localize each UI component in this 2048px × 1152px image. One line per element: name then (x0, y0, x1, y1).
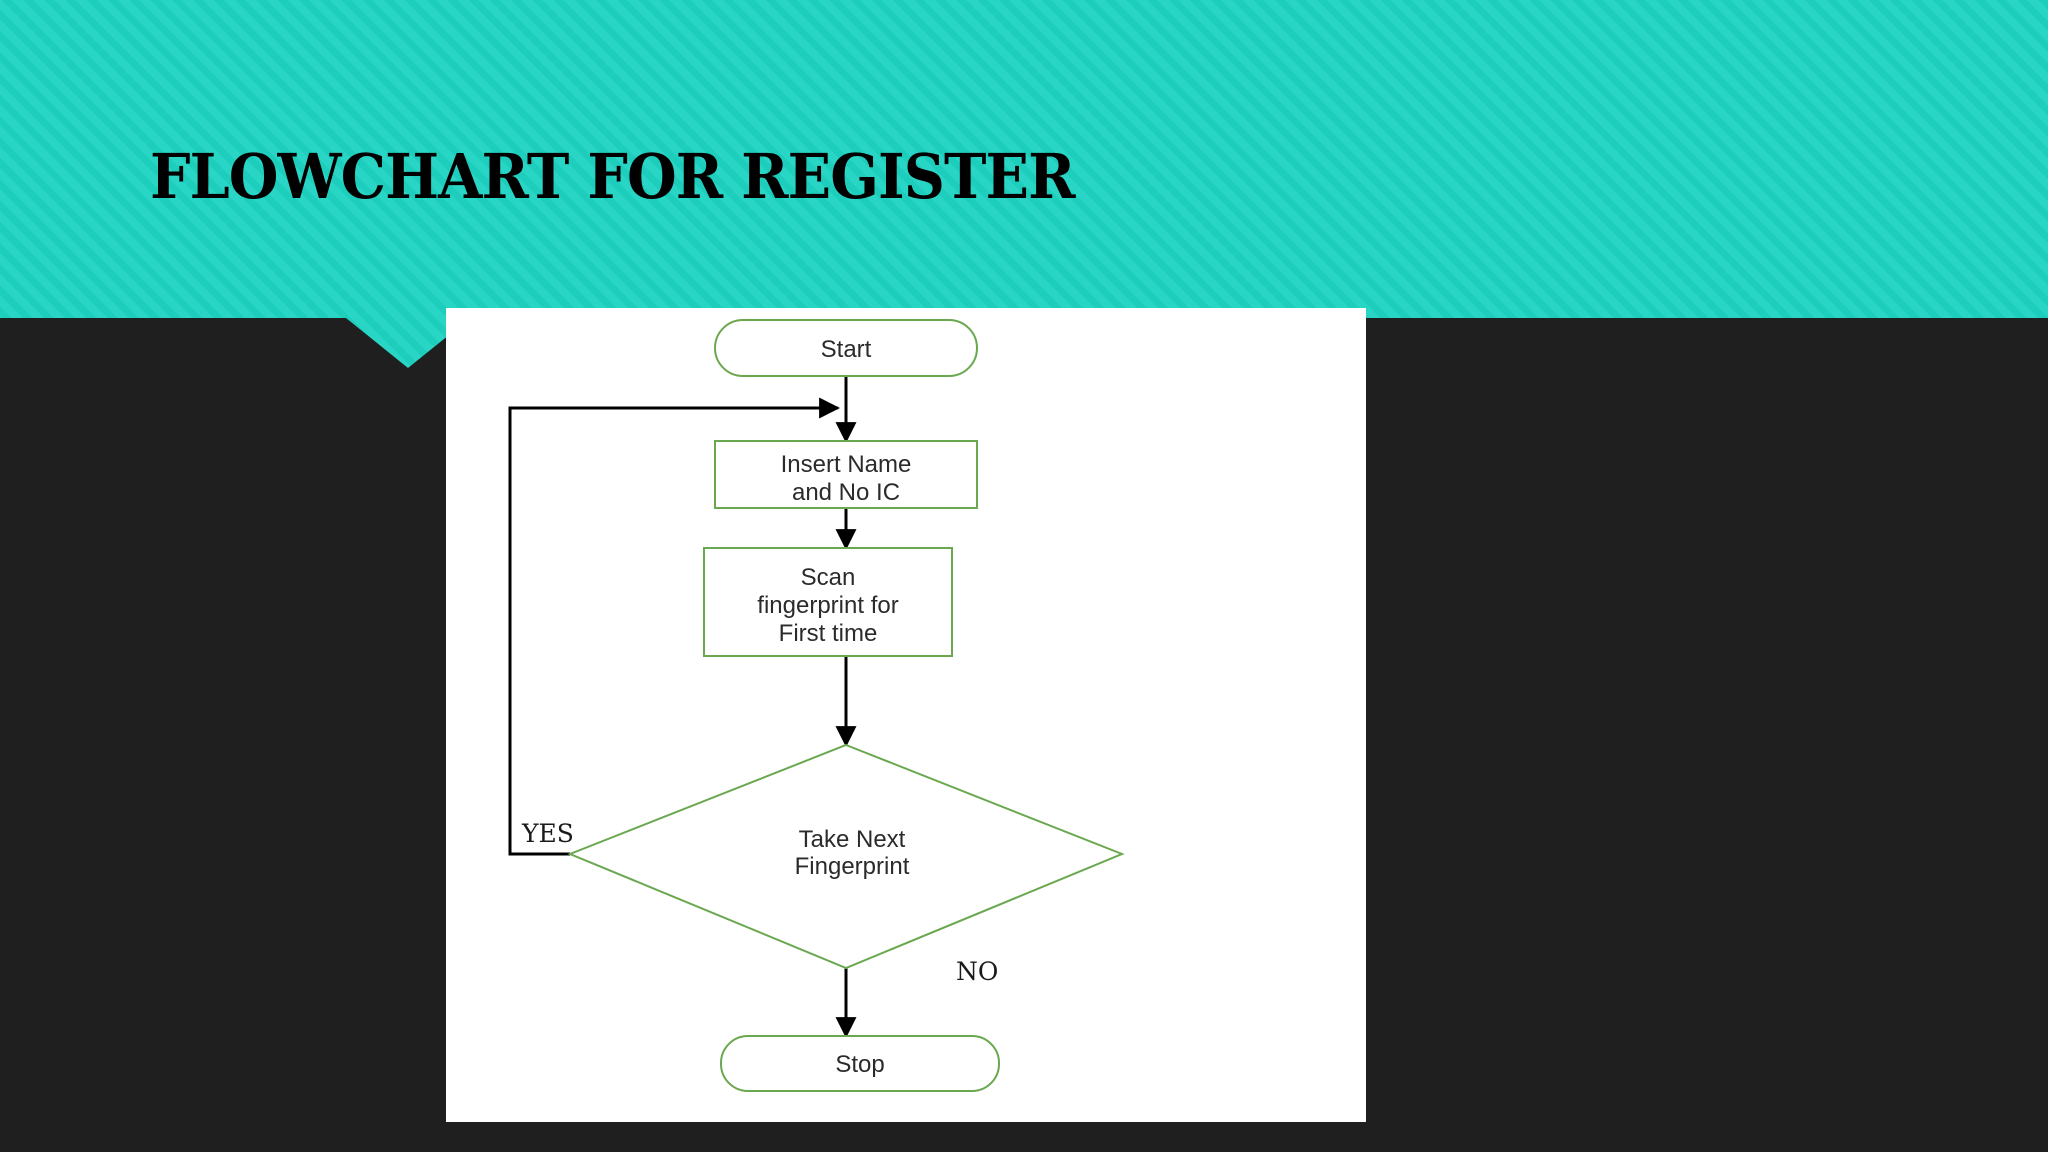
branch-label-no: NO (956, 957, 998, 986)
node-scan-label-line1: Scan (801, 564, 856, 591)
node-scan-shape (703, 547, 953, 657)
header-banner (0, 0, 2048, 368)
node-start-shape (714, 319, 978, 377)
node-stop-shape (720, 1035, 1000, 1092)
node-insert-label-line2: and No IC (792, 479, 900, 506)
node-decision-label-line1: Take Next (799, 826, 906, 853)
flowchart-image: Start Insert Name and No IC Scan fingerp… (446, 308, 1366, 1122)
node-decision-shape (567, 743, 1125, 970)
node-start-label: Start (821, 336, 872, 363)
node-insert-label-line1: Insert Name (781, 451, 912, 478)
node-stop-label: Stop (835, 1051, 884, 1078)
branch-label-yes: YES (521, 819, 574, 848)
flowchart-svg: Start Insert Name and No IC Scan fingerp… (508, 319, 1125, 1092)
node-scan-label-line3: First time (779, 620, 878, 647)
node-decision-label-line2: Fingerprint (795, 853, 910, 880)
connector-yes-loopback (508, 397, 841, 856)
node-insert-shape (714, 440, 978, 509)
node-scan-label-line2: fingerprint for (757, 592, 898, 619)
page-title: FLOWCHART FOR REGISTER (150, 140, 1076, 213)
